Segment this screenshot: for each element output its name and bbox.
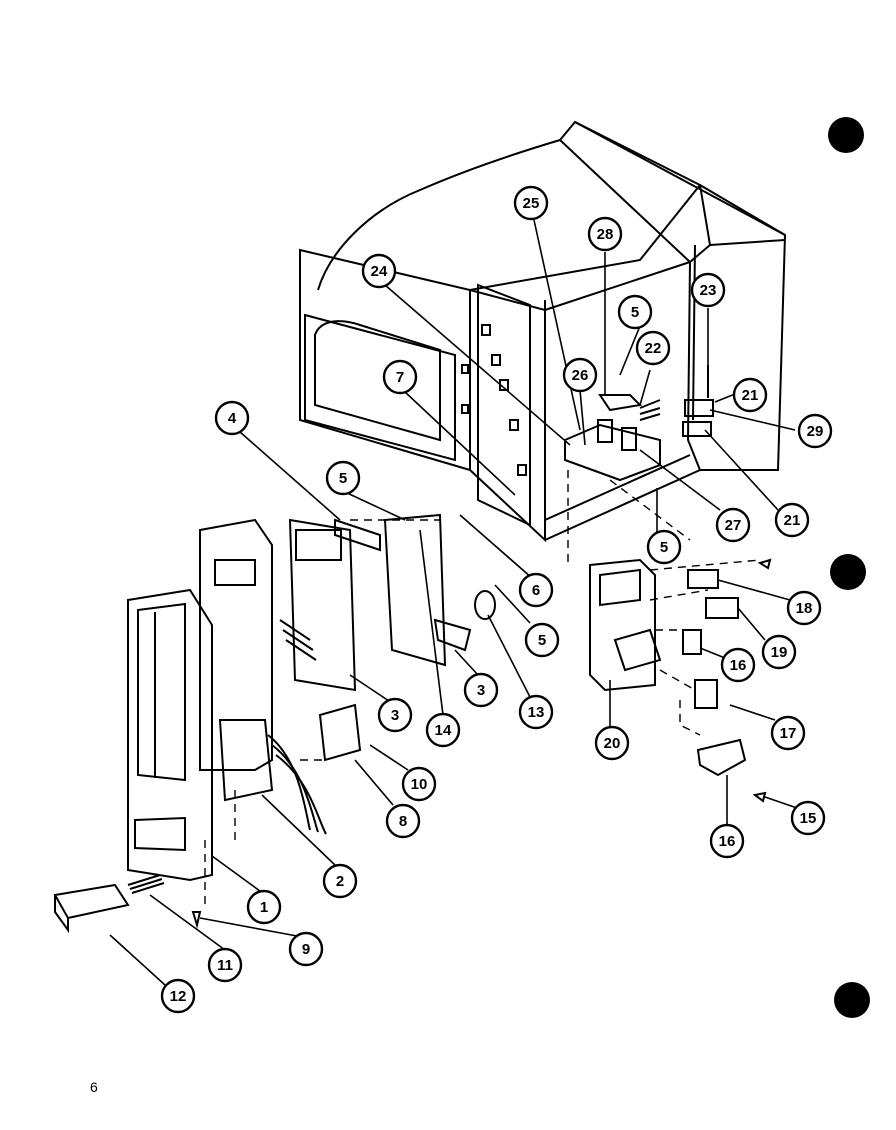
svg-text:29: 29 [807, 423, 824, 440]
leader-lines [109, 219, 798, 986]
callout-15: 15 [790, 800, 826, 836]
callout-13: 13 [518, 694, 554, 730]
callout-24: 24 [361, 253, 397, 289]
callout-5d: 5 [524, 622, 560, 658]
svg-text:1: 1 [260, 899, 268, 916]
svg-text:21: 21 [742, 387, 759, 404]
callout-2: 2 [322, 863, 358, 899]
svg-text:22: 22 [645, 340, 662, 357]
svg-text:5: 5 [339, 470, 347, 487]
svg-text:26: 26 [572, 367, 589, 384]
callout-1: 1 [246, 889, 282, 925]
svg-text:17: 17 [780, 725, 797, 742]
svg-text:13: 13 [528, 704, 545, 721]
svg-text:9: 9 [302, 941, 310, 958]
svg-text:10: 10 [411, 776, 428, 793]
svg-text:23: 23 [700, 282, 717, 299]
svg-text:28: 28 [597, 226, 614, 243]
alignment-lines [204, 470, 761, 905]
callout-8: 8 [385, 803, 421, 839]
punch-hole-top [828, 117, 864, 153]
svg-text:7: 7 [396, 369, 404, 386]
callout-9: 9 [288, 931, 324, 967]
callout-14: 14 [425, 712, 461, 748]
callout-20: 20 [594, 725, 630, 761]
callout-26: 26 [562, 357, 598, 393]
svg-text:4: 4 [228, 410, 237, 427]
svg-text:15: 15 [800, 810, 817, 827]
punch-hole-bottom [834, 982, 870, 1018]
callout-7: 7 [382, 359, 418, 395]
svg-text:16: 16 [730, 657, 747, 674]
svg-text:3: 3 [477, 682, 485, 699]
callout-28: 28 [587, 216, 623, 252]
callout-6: 6 [518, 572, 554, 608]
svg-text:16: 16 [719, 833, 736, 850]
svg-text:18: 18 [796, 600, 813, 617]
svg-text:19: 19 [771, 644, 788, 661]
svg-text:2: 2 [336, 873, 344, 890]
callouts: 1 2 3 3 4 5 5 5 5 6 7 8 9 10 11 12 13 14… [160, 185, 833, 1014]
svg-text:8: 8 [399, 813, 407, 830]
svg-text:12: 12 [170, 988, 187, 1005]
callout-29: 29 [797, 413, 833, 449]
callout-3a: 3 [377, 697, 413, 733]
callout-5a: 5 [325, 460, 361, 496]
callout-21a: 21 [732, 377, 768, 413]
callout-27: 27 [715, 507, 751, 543]
svg-text:6: 6 [532, 582, 540, 599]
svg-text:5: 5 [538, 632, 546, 649]
callout-12: 12 [160, 978, 196, 1014]
punch-hole-middle [830, 554, 866, 590]
callout-16b: 16 [720, 647, 756, 683]
svg-text:24: 24 [371, 263, 388, 280]
callout-3b: 3 [463, 672, 499, 708]
control-panel-parts [53, 513, 496, 934]
oven-cabinet [299, 120, 787, 543]
svg-text:5: 5 [631, 304, 639, 321]
svg-text:3: 3 [391, 707, 399, 724]
callout-21b: 21 [774, 502, 810, 538]
callout-25: 25 [513, 185, 549, 221]
callout-23: 23 [690, 272, 726, 308]
page-marker: 6 [90, 1079, 98, 1095]
callout-10: 10 [401, 766, 437, 802]
svg-text:20: 20 [604, 735, 621, 752]
interlock-assembly [589, 558, 772, 803]
svg-text:27: 27 [725, 517, 742, 534]
svg-text:5: 5 [660, 539, 668, 556]
callout-5c: 5 [646, 529, 682, 565]
callout-16a: 16 [709, 823, 745, 859]
callout-4: 4 [214, 400, 250, 436]
callout-19: 19 [761, 634, 797, 670]
svg-text:11: 11 [217, 957, 233, 974]
callout-11: 11 [207, 947, 243, 983]
svg-text:25: 25 [523, 195, 540, 212]
callout-22: 22 [635, 330, 671, 366]
callout-17: 17 [770, 715, 806, 751]
punch-holes [828, 117, 870, 1018]
svg-text:21: 21 [784, 512, 801, 529]
callout-18: 18 [786, 590, 822, 626]
callout-5b: 5 [617, 294, 653, 330]
svg-text:14: 14 [435, 722, 452, 739]
